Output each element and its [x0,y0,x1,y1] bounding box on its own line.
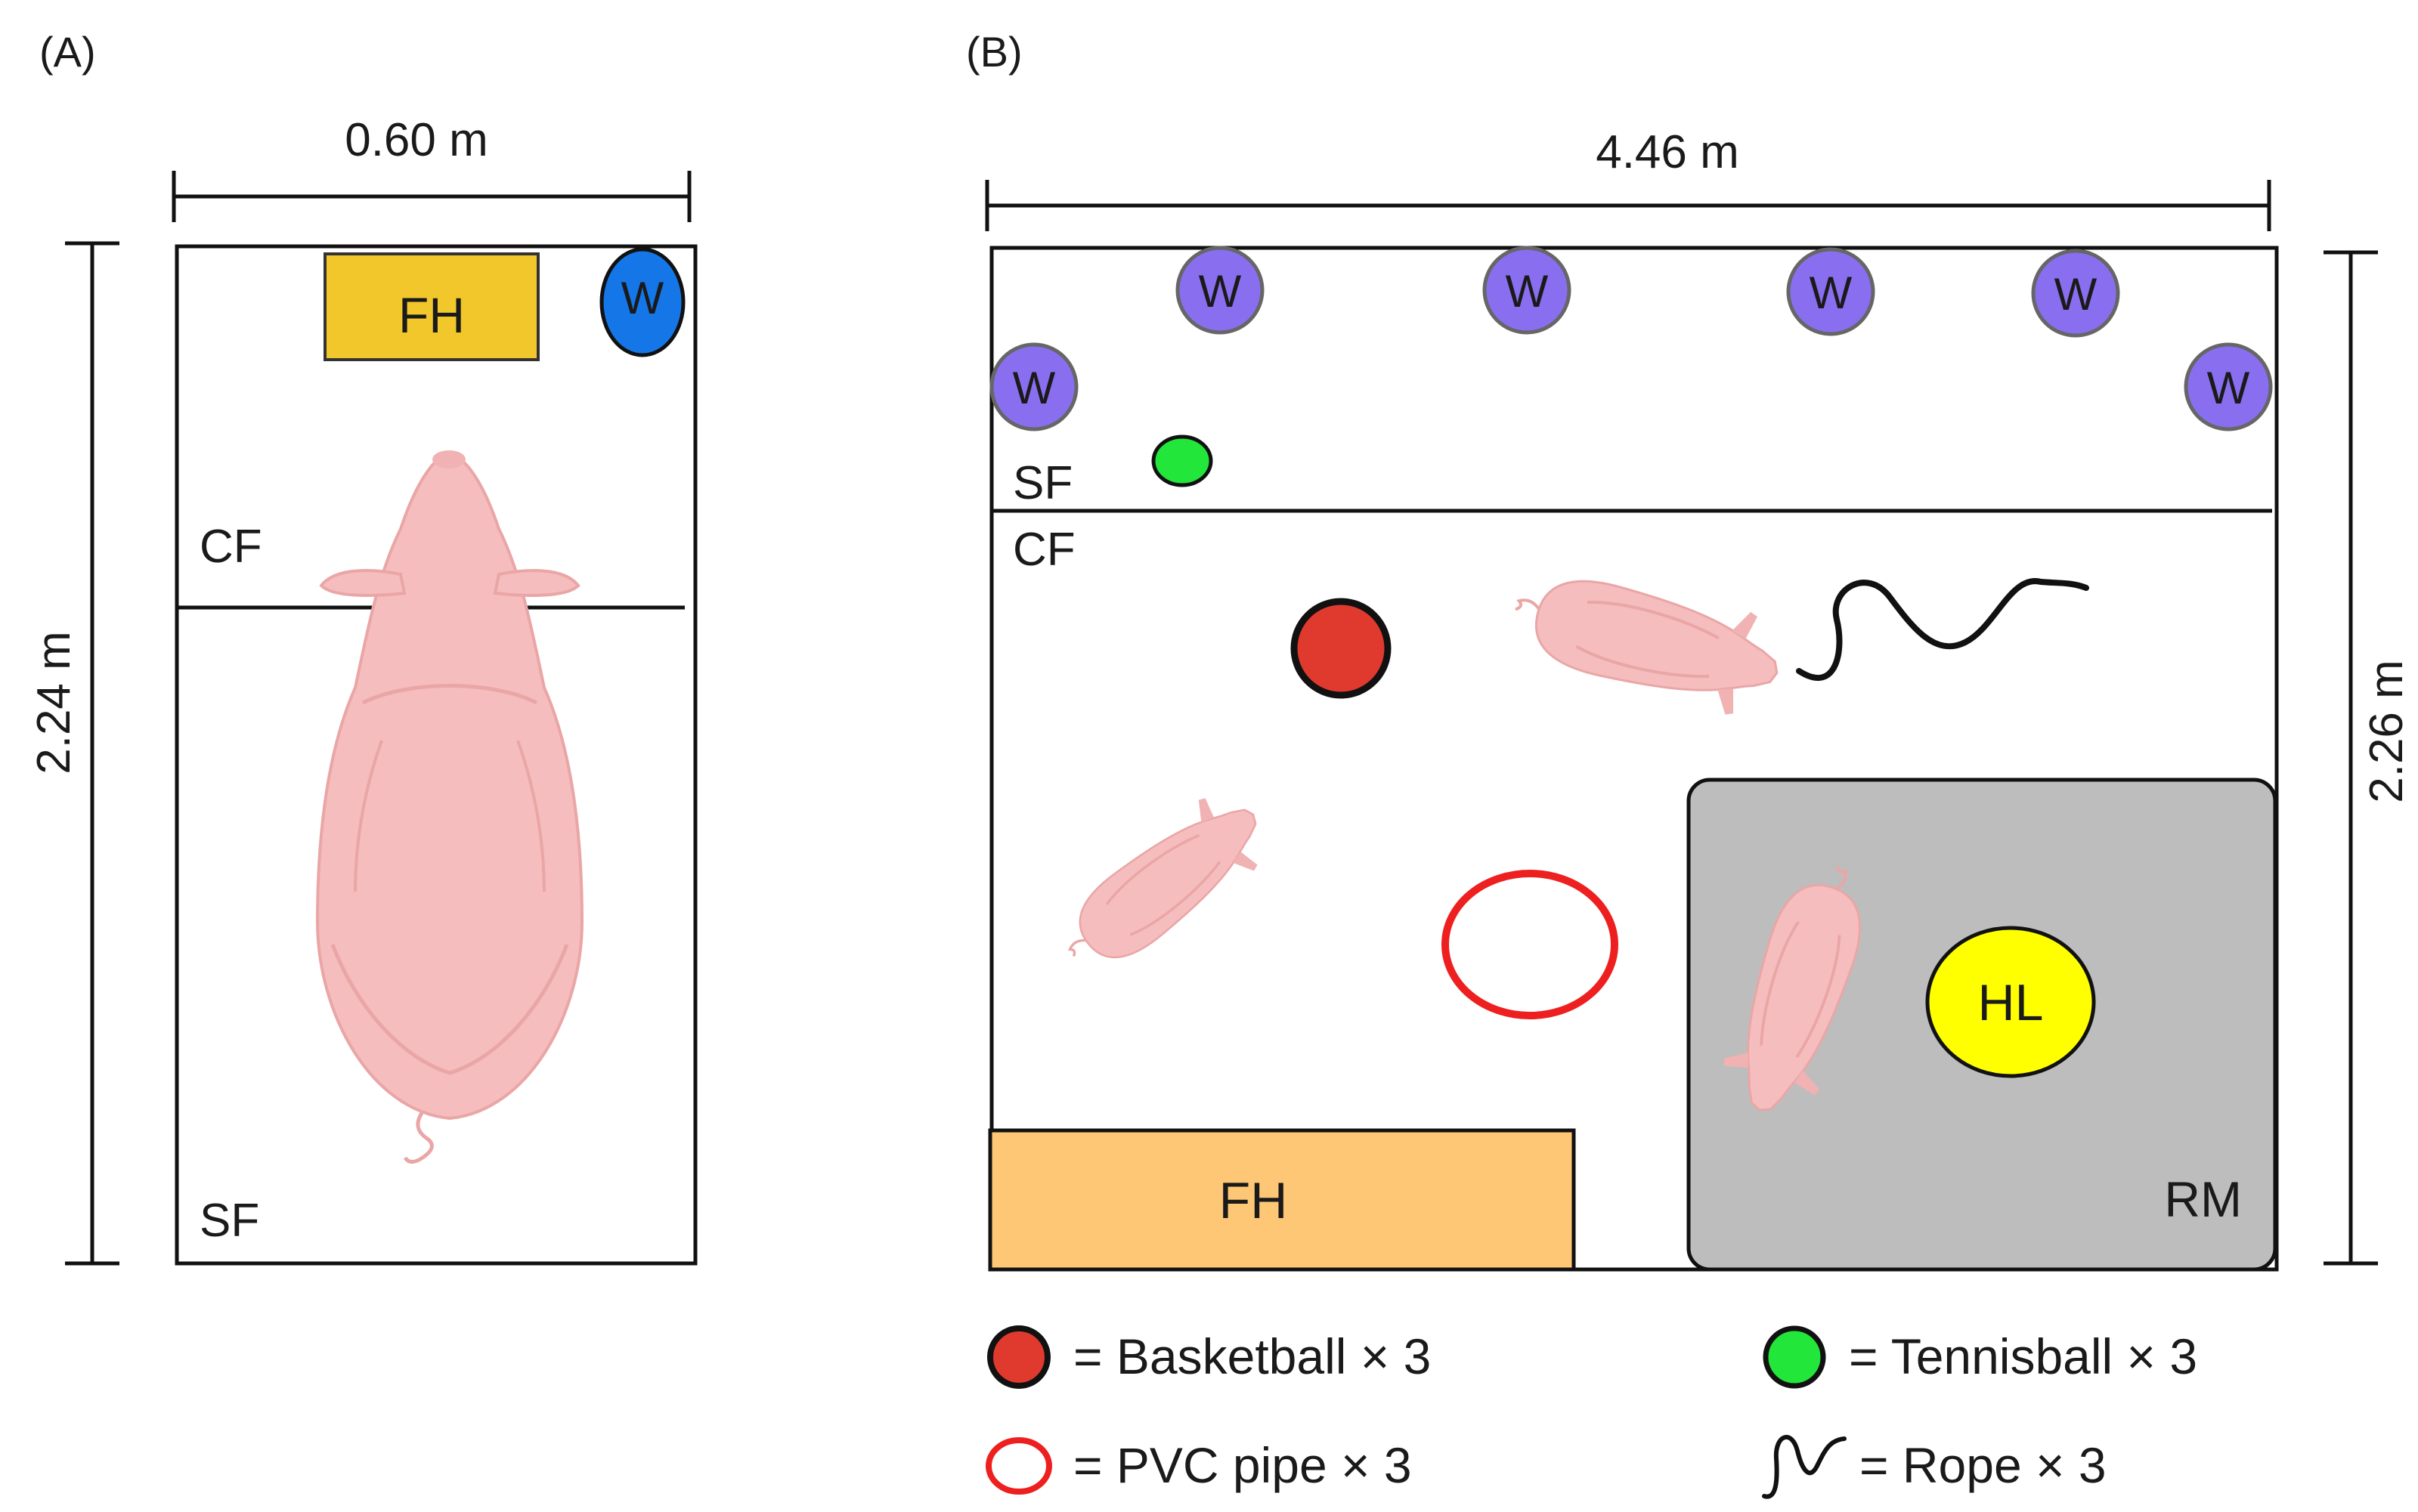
panel-b-mat-label: RM [2164,1171,2242,1227]
legend-basketball-label: = Basketball × 3 [1073,1328,1431,1384]
panel-b: (B) 4.46 m 2.26 m SF CF W [966,28,2413,1272]
panel-a-cf-label: CF [200,521,262,573]
tennisball-icon [1763,1325,1826,1389]
svg-text:W: W [1810,267,1853,318]
legend-rope-label: = Rope × 3 [1859,1437,2107,1493]
panel-b-width-label: 4.46 m [1596,126,1739,178]
svg-text:W: W [1506,266,1549,317]
legend-item-rope: = Rope × 3 [1762,1434,2107,1499]
panel-a: (A) 0.60 m 2.24 m FH W CF SF [28,28,698,1266]
panel-b-feeder [988,1128,1576,1272]
waterer: W [2184,342,2273,431]
svg-text:W: W [1199,266,1242,317]
pig-icon [315,450,584,1164]
legend-item-basketball: = Basketball × 3 [987,1325,1431,1389]
panel-b-height-label: 2.26 m [2361,660,2413,803]
legend: = Basketball × 3 = Tennisball × 3 = PVC … [986,1325,2197,1499]
panel-b-heat-lamp [1925,926,2096,1078]
legend-tennisball-label: = Tennisball × 3 [1849,1328,2197,1384]
panel-a-feeder [324,252,540,361]
svg-text:W: W [2207,363,2250,413]
panel-b-feeder-label: FH [1219,1172,1288,1229]
panel-b-width-dimension: 4.46 m [985,126,2271,231]
legend-pvc-label: = PVC pipe × 3 [1073,1437,1412,1493]
panel-b-sf-label: SF [1013,457,1073,509]
basketball-icon [1290,598,1392,699]
rope-icon [1762,1434,1847,1499]
waterer: W [2031,249,2120,338]
panel-b-label: (B) [966,28,1023,76]
panel-a-water [599,247,686,357]
panel-b-waterers: W W W W W W [989,246,2273,431]
waterer: W [1786,247,1875,336]
svg-text:W: W [1013,363,1056,413]
waterer: W [1482,246,1571,335]
panel-a-label: (A) [39,28,96,76]
legend-item-pvc: = PVC pipe × 3 [986,1437,1412,1495]
panel-b-height-dimension: 2.26 m [2324,250,2413,1266]
panel-a-height-dimension: 2.24 m [28,241,119,1266]
pvc-pipe-icon [1441,870,1618,1019]
basketball-icon [987,1325,1051,1389]
panel-a-feeder-label: FH [398,287,465,343]
panel-a-water-label: W [621,273,664,323]
panel-b-cf-label: CF [1013,524,1076,576]
panel-a-sf-label: SF [200,1195,259,1247]
pvc-pipe-icon [986,1437,1052,1495]
panel-a-width-label: 0.60 m [345,114,488,166]
panel-a-height-label: 2.24 m [28,631,80,775]
panel-b-lamp-label: HL [1978,974,2044,1031]
waterer: W [989,342,1079,431]
svg-text:W: W [2054,269,2098,320]
panel-a-width-dimension: 0.60 m [172,114,692,222]
tennisball-icon [1151,434,1213,487]
rope-icon [1796,578,2089,681]
legend-item-tennisball: = Tennisball × 3 [1763,1325,2197,1389]
waterer: W [1175,246,1265,335]
